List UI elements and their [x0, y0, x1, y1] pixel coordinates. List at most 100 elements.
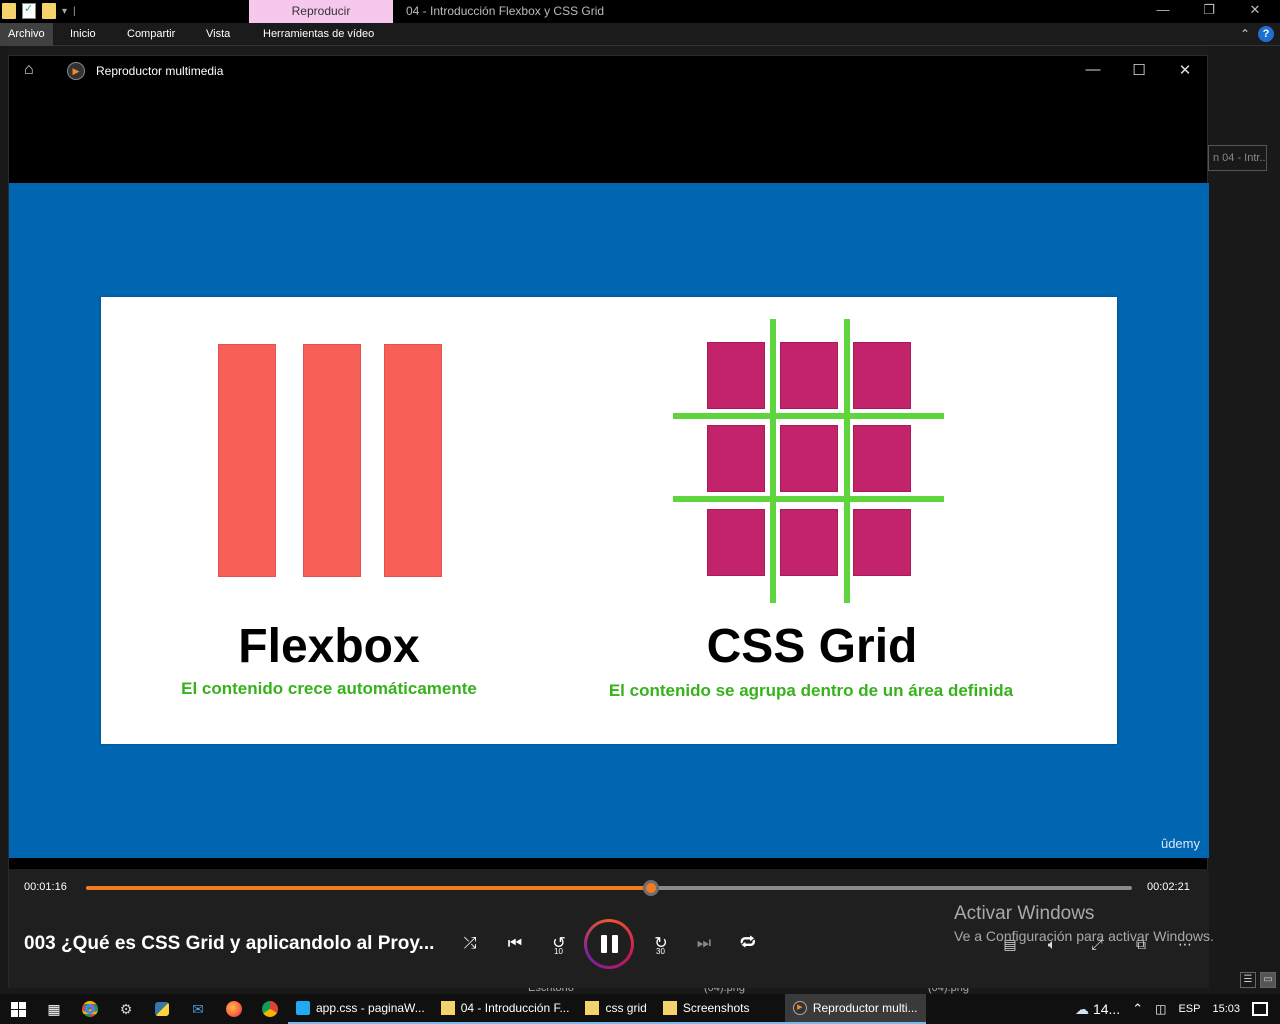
task-view-icon[interactable]: ▦: [47, 1000, 61, 1017]
notifications-icon[interactable]: [1252, 1002, 1268, 1016]
show-hidden-icons-icon[interactable]: ⌃: [1132, 1001, 1144, 1016]
cloud-sun-icon: ☁: [1074, 1000, 1089, 1017]
chrome-icon[interactable]: [72, 994, 108, 1024]
folder-icon[interactable]: [2, 3, 16, 19]
grid-line: [844, 319, 850, 603]
shuffle-icon[interactable]: ⤮: [463, 935, 477, 952]
grid-cell: [707, 509, 765, 576]
customize-toolbar-icon[interactable]: ▾: [62, 5, 68, 17]
grid-cell: [780, 509, 838, 576]
explorer-search-box[interactable]: n 04 - Intr...: [1208, 145, 1267, 171]
elapsed-time: 00:01:16: [24, 881, 67, 893]
explorer-right-pane: [1208, 46, 1280, 986]
grid-cell: [707, 342, 765, 409]
steam-icon[interactable]: ⚙: [119, 1000, 133, 1017]
player-maximize-icon[interactable]: ☐: [1132, 62, 1146, 79]
folder-icon: [662, 1001, 677, 1015]
properties-icon[interactable]: [22, 2, 36, 19]
meet-now-icon[interactable]: ◫: [1155, 1002, 1167, 1016]
grid-line: [673, 496, 944, 502]
ribbon-tab-archivo[interactable]: Archivo: [0, 23, 53, 46]
explorer-title-bar: ▾ | Reproducir 04 - Introducción Flexbox…: [0, 0, 1280, 23]
video-frame[interactable]: Flexbox El contenido crece automáticamen…: [9, 183, 1209, 858]
taskbar-app-explorer-cssgrid[interactable]: css grid: [577, 994, 655, 1024]
clock[interactable]: 15:03: [1212, 1003, 1240, 1015]
fullscreen-icon[interactable]: ⤢: [1091, 936, 1103, 952]
player-controls: 00:01:16 00:02:21 003 ¿Qué es CSS Grid y…: [9, 869, 1209, 988]
player-title-bar: ⌂ ▶ Reproductor multimedia — ☐ ✕: [9, 56, 1207, 87]
pause-icon-bar: [611, 935, 618, 953]
repeat-icon[interactable]: 🔁︎: [739, 935, 756, 952]
context-tab-play[interactable]: Reproducir: [249, 0, 393, 23]
start-button[interactable]: [0, 994, 36, 1024]
taskbar-app-label: app.css - paginaW...: [316, 1001, 425, 1015]
previous-icon[interactable]: ⏮: [507, 935, 523, 952]
system-tray: ☁ 14... ⌃ ◫ ESP 15:03: [1075, 1001, 1280, 1018]
weather-widget[interactable]: ☁ 14...: [1075, 1001, 1120, 1018]
skip-back-icon[interactable]: ↺10: [545, 931, 573, 957]
language-indicator[interactable]: ESP: [1178, 1003, 1201, 1015]
ribbon-tab-compartir[interactable]: Compartir: [127, 28, 176, 40]
udemy-watermark: ûdemy: [1160, 836, 1200, 851]
volume-icon[interactable]: 🔈︎: [1047, 936, 1057, 952]
help-icon[interactable]: ?: [1258, 26, 1274, 42]
media-player-icon: ▶: [792, 1001, 807, 1015]
slide: Flexbox El contenido crece automáticamen…: [101, 297, 1117, 744]
pause-icon: [600, 935, 607, 953]
folder-icon: [585, 1001, 600, 1015]
minimize-icon[interactable]: —: [1156, 2, 1170, 17]
css-grid-heading: CSS Grid: [706, 620, 918, 673]
taskbar-app-vscode[interactable]: app.css - paginaW...: [288, 994, 433, 1024]
player-title: Reproductor multimedia: [96, 64, 224, 78]
skip-forward-label: 30: [656, 947, 665, 956]
now-playing-title: 003 ¿Qué es CSS Grid y aplicandolo al Pr…: [24, 933, 435, 954]
media-player-window: ⌂ ▶ Reproductor multimedia — ☐ ✕ F: [8, 55, 1209, 988]
weather-temp: 14...: [1092, 1001, 1121, 1017]
flex-bar: [303, 344, 361, 577]
activation-subtitle: Ve a Configuración para activar Windows.: [954, 928, 1214, 944]
python-icon[interactable]: [144, 994, 180, 1024]
vscode-icon: [296, 1001, 310, 1015]
grid-cell: [853, 342, 911, 409]
chrome-icon-2[interactable]: [252, 994, 288, 1024]
close-icon[interactable]: ✕: [1249, 2, 1261, 17]
details-view-icon[interactable]: ☰: [1240, 972, 1256, 988]
more-options-icon[interactable]: ⋯: [1178, 936, 1192, 952]
grid-line: [770, 319, 776, 603]
restore-icon[interactable]: ❐: [1203, 2, 1215, 17]
ribbon-tab-inicio[interactable]: Inicio: [70, 28, 96, 40]
toolbar-separator: |: [73, 5, 76, 17]
grid-line: [673, 413, 944, 419]
taskbar-app-media-player[interactable]: ▶ Reproductor multi...: [784, 994, 926, 1024]
player-minimize-icon[interactable]: —: [1085, 61, 1101, 78]
player-close-icon[interactable]: ✕: [1178, 62, 1192, 79]
seek-thumb[interactable]: [642, 880, 659, 896]
taskbar-app-explorer-screenshots[interactable]: Screenshots: [654, 994, 785, 1024]
collapse-ribbon-icon[interactable]: ⌃: [1239, 27, 1250, 41]
home-icon[interactable]: ⌂: [24, 61, 34, 78]
mail-icon[interactable]: ✉: [192, 1000, 204, 1017]
ribbon-tab-video-tools[interactable]: Herramientas de vídeo: [263, 28, 375, 40]
explorer-nav-pane: [0, 46, 8, 986]
taskbar-app-label: Reproductor multi...: [812, 1001, 918, 1015]
grid-cell: [780, 342, 838, 409]
subtitles-icon[interactable]: ▤: [1003, 936, 1017, 952]
grid-cell: [853, 509, 911, 576]
grid-cell: [780, 425, 838, 492]
skip-forward-icon[interactable]: ↻30: [647, 931, 675, 957]
taskbar-app-label: css grid: [605, 1001, 647, 1015]
seek-bar[interactable]: [86, 880, 1132, 896]
next-icon[interactable]: ⏭: [696, 935, 712, 952]
thumbnail-view-icon[interactable]: ▭: [1260, 972, 1276, 988]
new-folder-icon[interactable]: [42, 3, 56, 19]
flexbox-heading: Flexbox: [238, 620, 420, 673]
ribbon-tab-vista[interactable]: Vista: [206, 28, 231, 40]
firefox-icon[interactable]: [216, 994, 252, 1024]
taskbar-app-label: 04 - Introducción F...: [460, 1001, 570, 1015]
grid-cell: [707, 425, 765, 492]
pause-button[interactable]: [584, 919, 634, 969]
taskbar-app-label: Screenshots: [682, 1001, 750, 1015]
explorer-window-title: 04 - Introducción Flexbox y CSS Grid: [406, 4, 605, 18]
taskbar-app-explorer-intro[interactable]: 04 - Introducción F...: [432, 994, 578, 1024]
mini-player-icon[interactable]: ⧉: [1136, 936, 1146, 952]
